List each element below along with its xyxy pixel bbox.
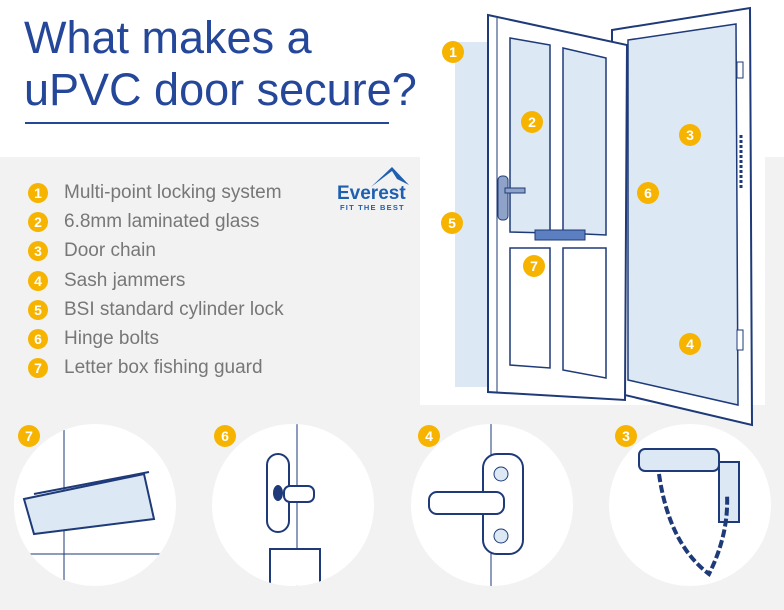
feature-item: 5 BSI standard cylinder lock <box>28 295 284 324</box>
feature-label: BSI standard cylinder lock <box>64 298 284 320</box>
feature-item: 4 Sash jammers <box>28 266 284 295</box>
number-badge: 6 <box>28 329 48 350</box>
title-underline <box>25 122 389 124</box>
number-badge: 5 <box>28 299 48 320</box>
feature-label: Sash jammers <box>64 269 186 291</box>
callout-badge: 1 <box>442 41 464 63</box>
detail-badge: 6 <box>214 425 236 447</box>
callout-badge: 2 <box>521 111 543 133</box>
feature-item: 3 Door chain <box>28 237 284 266</box>
callout-badge: 7 <box>523 255 545 277</box>
feature-list: 1 Multi-point locking system 2 6.8mm lamin… <box>28 178 284 383</box>
door-illustration <box>455 6 754 427</box>
feature-label: Multi-point locking system <box>64 181 282 203</box>
detail-badge: 3 <box>615 425 637 447</box>
feature-item: 1 Multi-point locking system <box>28 178 284 207</box>
logo-tagline: FIT THE BEST <box>340 203 405 212</box>
callout-badge: 4 <box>679 333 701 355</box>
number-badge: 1 <box>28 182 48 203</box>
hinge-bolt-detail <box>212 424 374 586</box>
sash-jammer-detail <box>411 424 573 586</box>
feature-item: 6 Hinge bolts <box>28 324 284 353</box>
number-badge: 4 <box>28 270 48 291</box>
feature-label: 6.8mm laminated glass <box>64 210 260 232</box>
feature-label: Hinge bolts <box>64 328 160 350</box>
number-badge: 3 <box>28 241 48 262</box>
detail-badge: 4 <box>418 425 440 447</box>
feature-item: 7 Letter box fishing guard <box>28 354 284 383</box>
letterbox-guard-detail <box>14 424 176 586</box>
callout-badge: 6 <box>637 182 659 204</box>
feature-item: 2 6.8mm laminated glass <box>28 207 284 236</box>
callout-badge: 3 <box>679 124 701 146</box>
number-badge: 2 <box>28 211 48 232</box>
logo-wordmark: Everest <box>337 183 406 204</box>
callout-badge: 5 <box>441 212 463 234</box>
number-badge: 7 <box>28 358 48 379</box>
mountain-icon <box>371 167 409 187</box>
detail-badge: 7 <box>18 425 40 447</box>
feature-label: Letter box fishing guard <box>64 357 263 379</box>
everest-logo: Everest FIT THE BEST <box>337 165 412 215</box>
door-chain-detail <box>609 424 771 586</box>
feature-label: Door chain <box>64 240 156 262</box>
